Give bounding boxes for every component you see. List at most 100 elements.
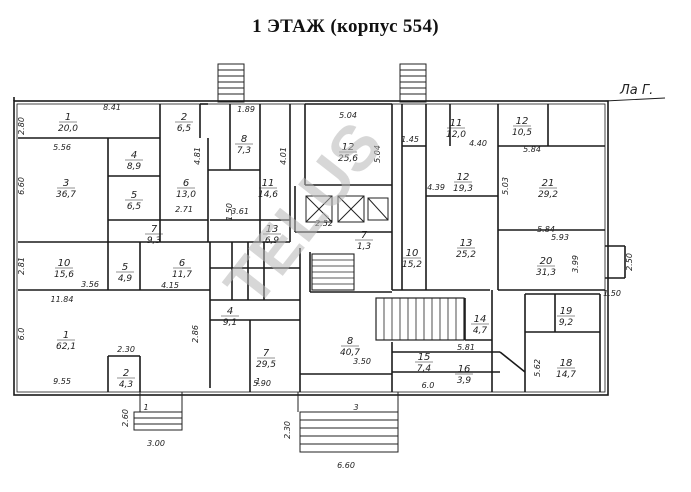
- dimension-label: 4.40: [469, 139, 487, 148]
- dimension-label: 1.50: [603, 289, 621, 298]
- floor-plan-walls: [13, 97, 666, 396]
- room-labels: 120,026,5336,748,956,5613,079,387,31114,…: [54, 112, 576, 390]
- room-number: 13: [460, 238, 473, 249]
- dimension-label: 3.99: [571, 255, 580, 273]
- room-area: 36,7: [56, 190, 76, 200]
- room-number: 3: [63, 178, 69, 189]
- room-area: 14,6: [258, 190, 278, 200]
- room-number: 1: [63, 330, 69, 341]
- room-area: 40,7: [340, 348, 360, 358]
- room-number: 18: [560, 358, 573, 369]
- room-number: 6: [183, 178, 189, 189]
- room-area: 6,9: [265, 236, 280, 246]
- room-area: 6,5: [177, 124, 192, 134]
- room-number: 7: [263, 348, 270, 359]
- room-number: 4: [227, 306, 233, 317]
- dimension-label: 2.81: [17, 257, 26, 275]
- room-number: 16: [458, 364, 471, 375]
- dimension-label: 2.71: [175, 205, 193, 214]
- room-area: 7,3: [237, 146, 252, 156]
- room-number: 5: [131, 190, 137, 201]
- room-area: 8,9: [127, 162, 142, 172]
- dimension-label: 4.81: [193, 147, 202, 165]
- room-area: 62,1: [56, 342, 76, 352]
- dimension-label: 2.60: [121, 409, 130, 427]
- dimension-label: 3.61: [231, 207, 249, 216]
- room-area: 1,3: [357, 242, 372, 252]
- room-number: 7: [361, 230, 368, 241]
- dimension-label: 5.56: [53, 143, 71, 152]
- room-area: 12,0: [446, 130, 466, 140]
- staircase: [311, 253, 465, 341]
- dimension-label: 5.04: [373, 145, 382, 163]
- room-area: 29,2: [538, 190, 558, 200]
- dimension-label: 5.84: [537, 225, 555, 234]
- room-area: 3,9: [457, 376, 472, 386]
- room-area: 6,5: [127, 202, 142, 212]
- room-area: 25,2: [456, 250, 476, 260]
- room-number: 12: [342, 142, 355, 153]
- room-number: 15: [418, 352, 431, 363]
- dimension-label: 3: [353, 403, 358, 412]
- dimension-label: 5.84: [523, 145, 541, 154]
- dimension-label: 3.00: [147, 439, 165, 448]
- dimension-label: 8.41: [103, 103, 121, 112]
- dimension-label: 1.45: [401, 135, 419, 144]
- dimension-labels: 8.412.805.566.602.813.5611.846.09.552.30…: [17, 103, 634, 470]
- dimension-label: 6.0: [422, 381, 435, 390]
- room-number: 2: [181, 112, 187, 123]
- dimension-label: 3.56: [81, 280, 99, 289]
- room-number: 11: [262, 178, 275, 189]
- room-number: 8: [241, 134, 247, 145]
- room-number: 6: [179, 258, 185, 269]
- dimension-label: 1: [143, 403, 148, 412]
- room-number: 13: [266, 224, 279, 235]
- dimension-label: 6.60: [17, 177, 26, 195]
- dimension-label: 5.81: [457, 343, 475, 352]
- room-area: 7,4: [417, 364, 432, 374]
- dimension-label: 5.93: [551, 233, 569, 242]
- dimension-label: 1.50: [225, 203, 234, 221]
- room-number: 8: [347, 336, 353, 347]
- dimension-label: 2.52: [315, 219, 333, 228]
- room-number: 10: [406, 248, 419, 259]
- room-number: 11: [450, 118, 463, 129]
- room-area: 4,3: [119, 380, 134, 390]
- room-area: 10,5: [512, 128, 532, 138]
- room-area: 4,7: [473, 326, 488, 336]
- dimension-label: 6.0: [17, 328, 26, 341]
- room-area: 9,1: [223, 318, 237, 328]
- dimension-label: 2.50: [625, 253, 634, 271]
- dimension-label: 2.86: [191, 325, 200, 343]
- axis-label: Ла Г.: [619, 83, 653, 98]
- dimension-label: 1: [255, 377, 260, 386]
- room-number: 19: [560, 306, 573, 317]
- dimension-label: 5.90: [253, 379, 271, 388]
- shafts: [305, 195, 389, 223]
- dimension-label: 5.62: [533, 359, 542, 377]
- room-number: 21: [542, 178, 555, 189]
- room-area: 15,2: [402, 260, 422, 270]
- room-number: 10: [58, 258, 71, 269]
- room-area: 9,3: [147, 236, 162, 246]
- room-area: 31,3: [536, 268, 556, 278]
- room-area: 25,6: [338, 154, 358, 164]
- page-title: 1 ЭТАЖ (корпус 554): [252, 16, 439, 37]
- room-number: 5: [122, 262, 128, 273]
- room-area: 11,7: [172, 270, 192, 280]
- room-area: 29,5: [256, 360, 276, 370]
- dimension-label: 2.30: [283, 421, 292, 439]
- dimension-label: 9.55: [53, 377, 71, 386]
- dimension-label: 1.89: [237, 105, 255, 114]
- dimension-label: 6.60: [337, 461, 355, 470]
- room-number: 7: [151, 224, 158, 235]
- room-area: 15,6: [54, 270, 74, 280]
- room-area: 19,3: [453, 184, 473, 194]
- room-number: 2: [123, 368, 129, 379]
- room-number: 14: [474, 314, 487, 325]
- dimension-label: 11.84: [51, 295, 74, 304]
- room-area: 20,0: [58, 124, 78, 134]
- room-number: 20: [540, 256, 553, 267]
- room-number: 12: [516, 116, 529, 127]
